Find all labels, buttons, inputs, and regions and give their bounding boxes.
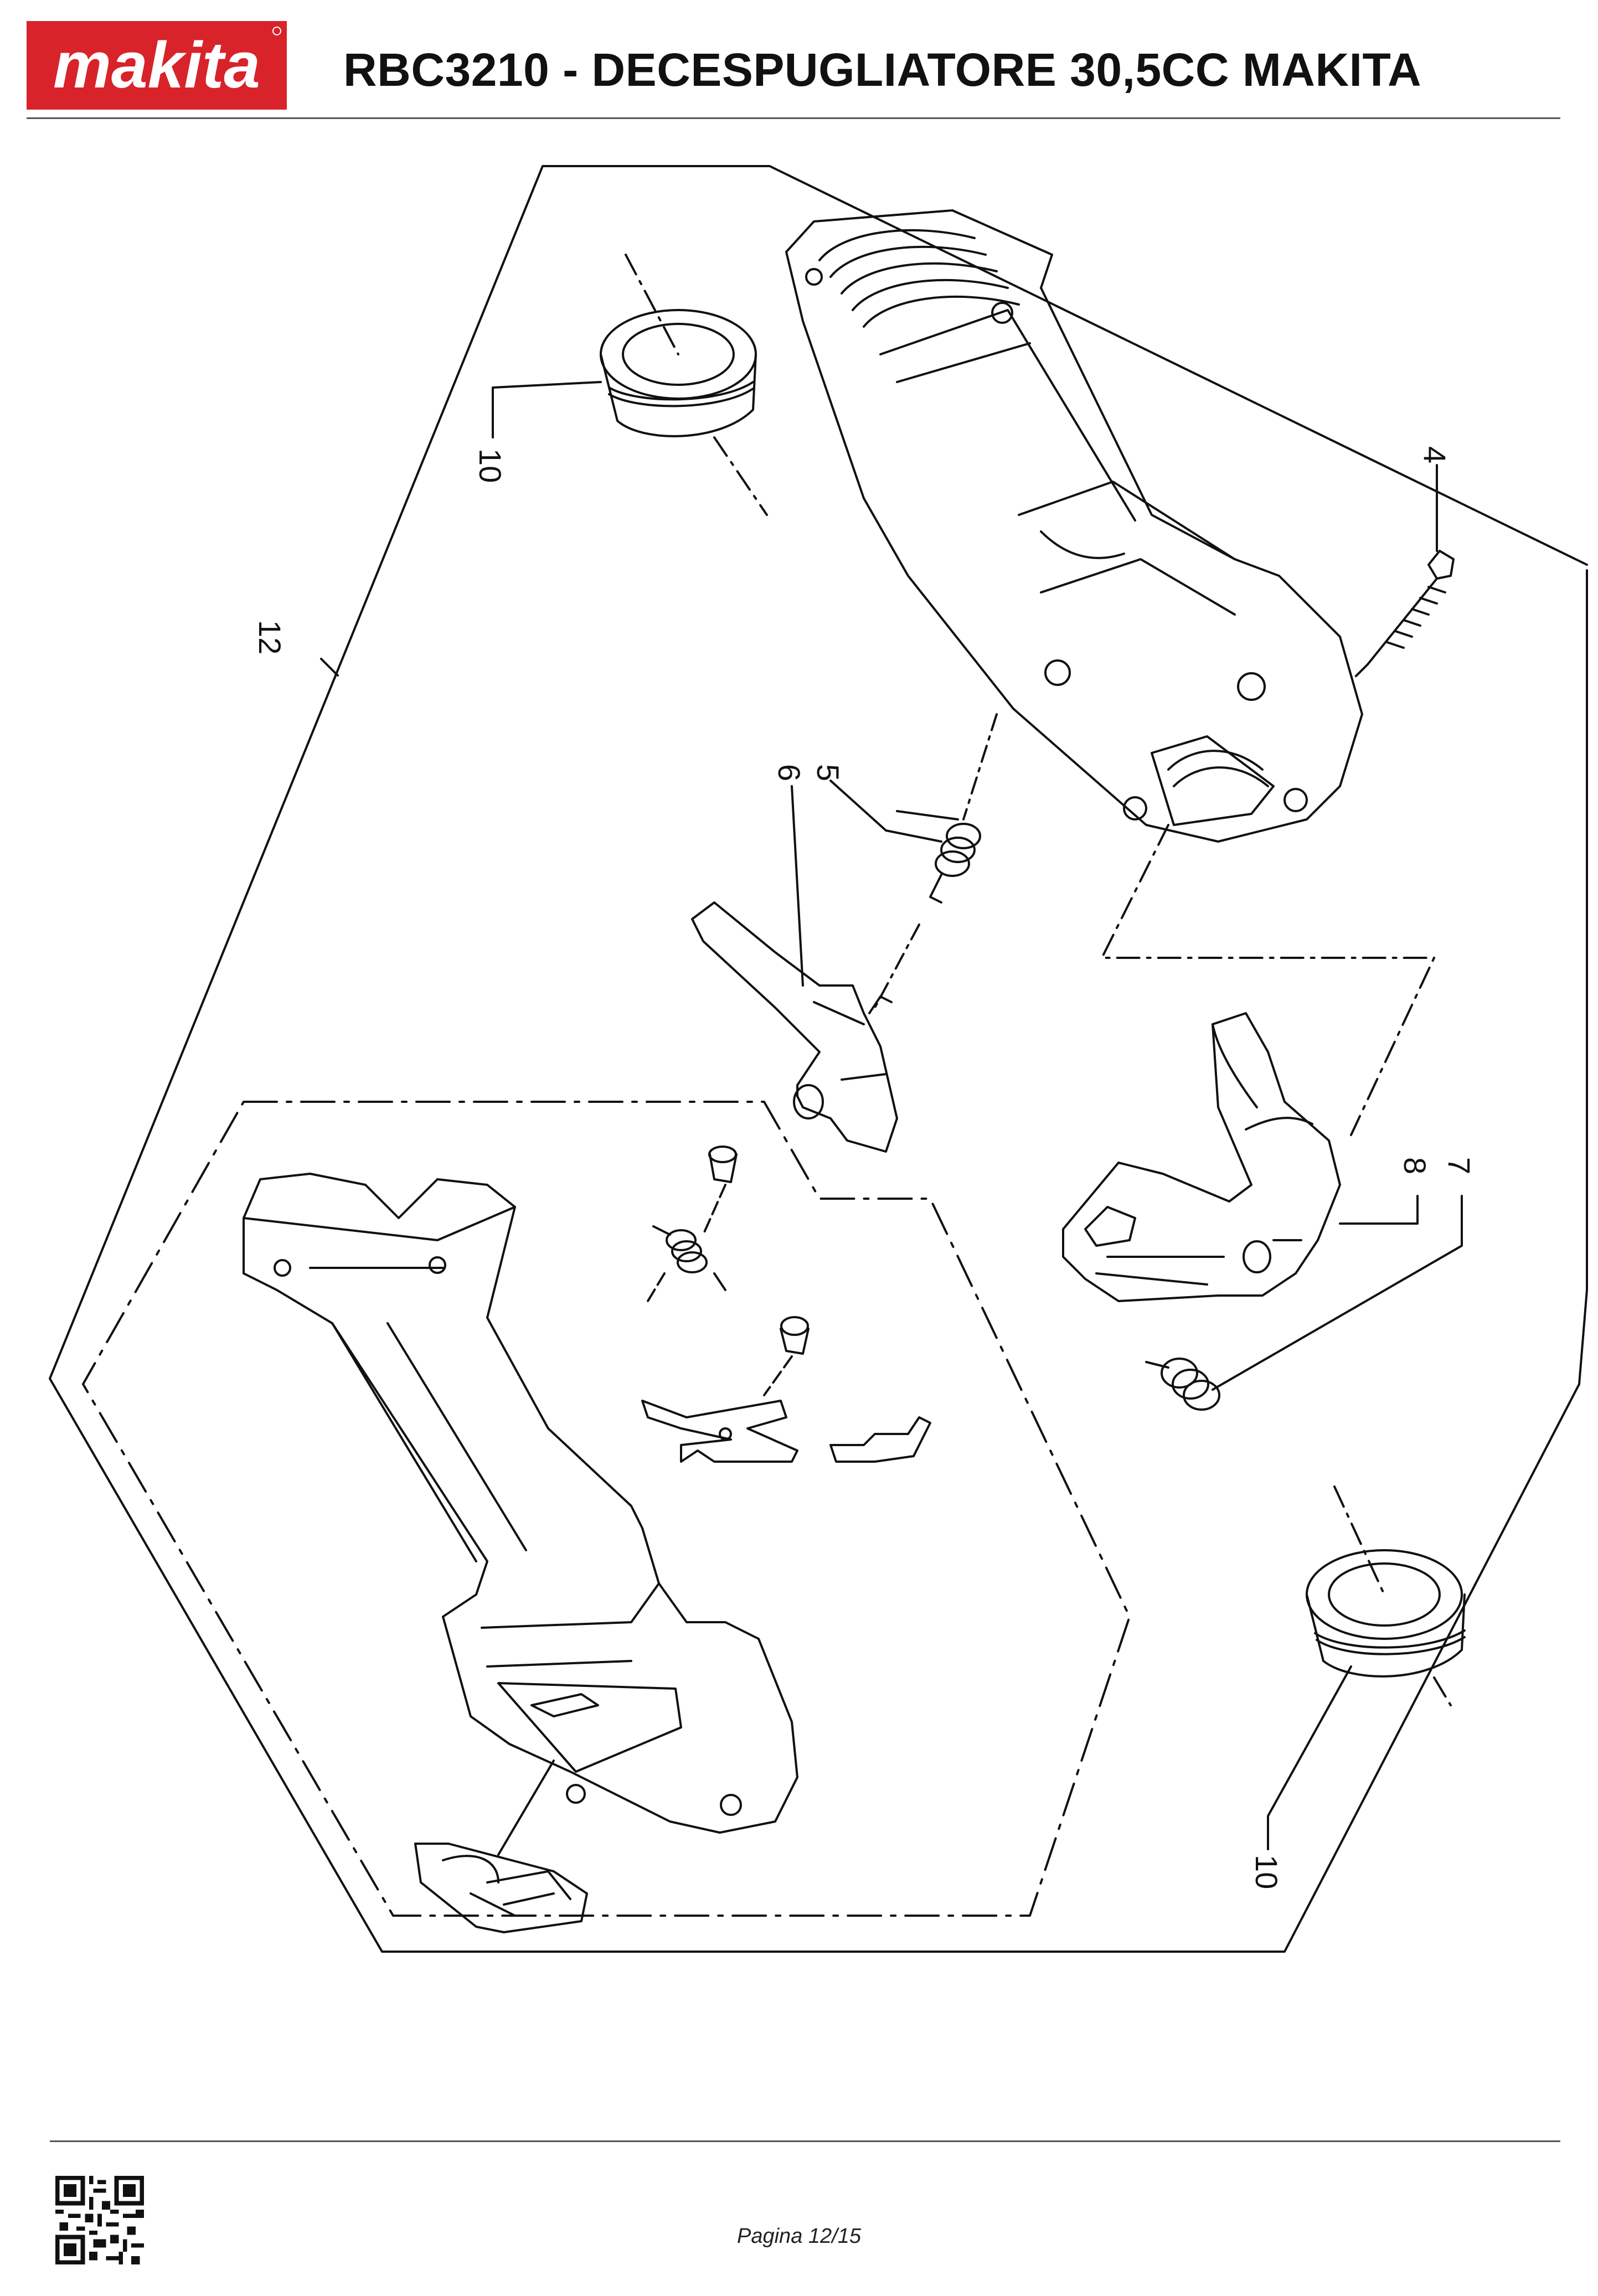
page-header: makita RBC3210 - DECESPUGLIATORE 30,5CC …: [0, 0, 1598, 127]
trigger-bracket: [1062, 1012, 1341, 1302]
lower-handle-housing: [243, 1173, 798, 1834]
callout-7: 7: [1442, 1157, 1477, 1174]
callout-10-bottom: 10: [1249, 1855, 1284, 1889]
footer-divider: [50, 2140, 1560, 2142]
callout-12: 12: [252, 620, 287, 654]
small-pin-lower: [763, 1316, 810, 1396]
header-divider: [27, 117, 1560, 119]
connector-line-housing-to-bracket: [1101, 824, 1435, 1136]
small-spring-upper: [647, 1225, 726, 1302]
assembly-outline-12-right: [1578, 569, 1588, 1385]
upper-handle-housing: [785, 209, 1363, 843]
throttle-lever-6: [691, 901, 920, 1153]
callout-4: 4: [1417, 446, 1452, 463]
page-title: RBC3210 - DECESPUGLIATORE 30,5CC MAKITA: [343, 44, 1422, 96]
small-pin-upper: [702, 1146, 738, 1236]
callout-5: 5: [811, 764, 846, 781]
leaf-spring-plate: [641, 1400, 798, 1463]
spring-7: [1145, 1358, 1220, 1411]
exploded-parts-diagram: 10 12 4 5 6 7 8 10: [49, 165, 1588, 1953]
logo-text: makita: [53, 29, 260, 102]
makita-logo: makita: [27, 21, 287, 110]
ring-10-bottom: [1306, 1485, 1466, 1706]
stop-plate: [829, 1416, 931, 1463]
handle-subassembly-outline: [82, 1101, 1131, 1917]
ring-10-top: [600, 254, 768, 516]
grip-pad: [414, 1760, 588, 1933]
callout-leaders: [320, 381, 1463, 1850]
callout-6: 6: [772, 764, 807, 781]
callout-10-top: 10: [473, 448, 508, 483]
qr-code: [55, 2176, 144, 2264]
screw-4: [1350, 550, 1455, 682]
callout-8: 8: [1398, 1157, 1432, 1174]
spring-5: [896, 713, 998, 904]
page-number: Pagina 12/15: [737, 2225, 861, 2248]
assembly-outline-12: [49, 165, 1588, 1953]
